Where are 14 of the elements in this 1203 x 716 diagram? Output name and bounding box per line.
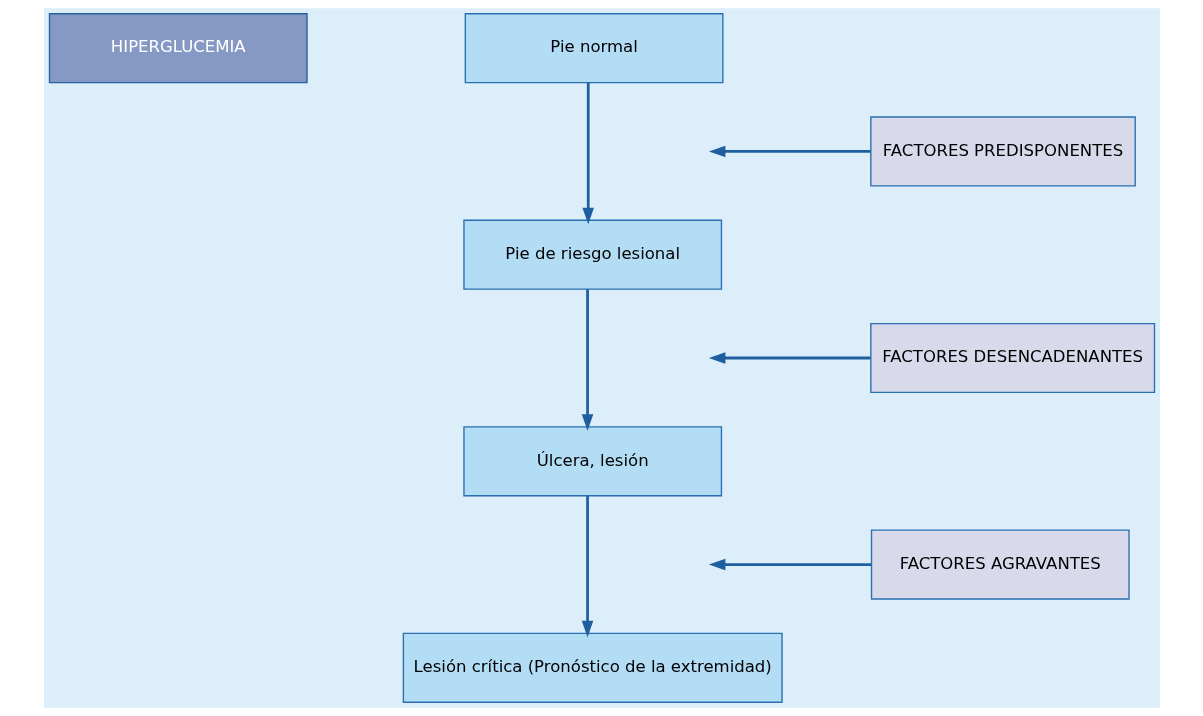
node-box: FACTORES DESENCADENANTES — [869, 322, 1155, 394]
node-box: FACTORES PREDISPONENTES — [869, 116, 1136, 187]
arrow — [708, 352, 870, 364]
arrow — [581, 82, 594, 225]
arrow — [581, 495, 593, 638]
node-box: Pie de riesgo lesional — [462, 219, 722, 290]
arrow — [708, 558, 871, 571]
node-box: HIPERGLUCEMIA — [48, 13, 308, 84]
node-box: Lesión crítica (Pronóstico de la extremidad) — [402, 632, 783, 703]
node-box: Pie normal — [464, 13, 724, 84]
arrow — [581, 289, 593, 431]
node-box: Úlcera, lesión — [462, 426, 722, 497]
node-box: FACTORES AGRAVANTES — [870, 529, 1130, 600]
arrow — [708, 145, 870, 158]
